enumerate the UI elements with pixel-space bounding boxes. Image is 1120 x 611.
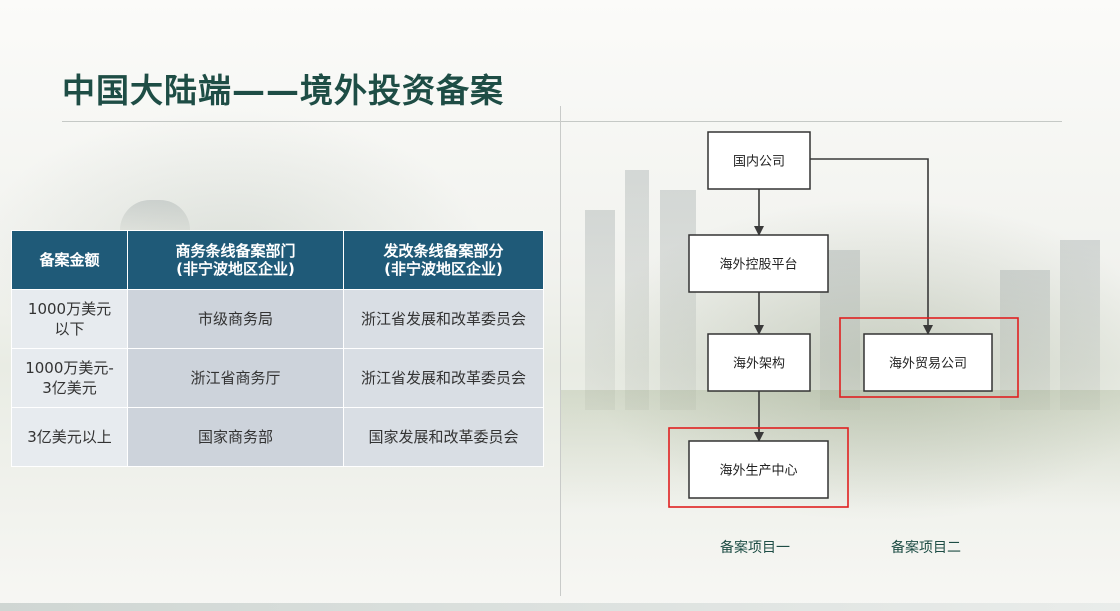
table-row: 1000万美元 以下 市级商务局 浙江省发展和改革委员会 (11, 289, 544, 349)
node-box (707, 333, 811, 392)
node-label: 海外架构 (733, 357, 785, 372)
table-header-row: 备案金额 商务条线备案部门 (非宁波地区企业) 发改条线备案部分 (非宁波地区企… (11, 230, 544, 290)
node-label: 海外控股平台 (719, 258, 797, 273)
highlight-layer (668, 317, 1019, 508)
node-label: 海外贸易公司 (889, 357, 967, 372)
node-production: 海外生产中心 (688, 440, 829, 499)
node-structure: 海外架构 (707, 333, 811, 392)
table-row: 1000万美元- 3亿美元 浙江省商务厅 浙江省发展和改革委员会 (11, 348, 544, 408)
title-underline (62, 121, 1062, 122)
header-ndrc-dept: 发改条线备案部分 (非宁波地区企业) (343, 230, 544, 290)
bottom-accent-bar (0, 603, 1120, 611)
cell-amount: 1000万美元 以下 (11, 289, 128, 349)
edge-domestic-to-trade (810, 158, 933, 335)
node-domestic: 国内公司 (707, 131, 811, 190)
page-title: 中国大陆端——境外投资备案 (62, 71, 504, 110)
table-row: 3亿美元以上 国家商务部 国家发展和改革委员会 (11, 407, 544, 467)
header-commerce-dept: 商务条线备案部门 (非宁波地区企业) (127, 230, 344, 290)
highlight-box-trade (839, 317, 1019, 398)
cell-ndrc: 国家发展和改革委员会 (343, 407, 544, 467)
node-box (688, 234, 829, 293)
edges-layer (754, 158, 933, 442)
highlight-box-production (668, 427, 849, 508)
cell-ndrc: 浙江省发展和改革委员会 (343, 348, 544, 408)
node-label: 国内公司 (733, 154, 785, 170)
node-holding: 海外控股平台 (688, 234, 829, 293)
node-box (863, 333, 993, 392)
cell-commerce: 国家商务部 (127, 407, 344, 467)
cell-commerce: 市级商务局 (127, 289, 344, 349)
cell-commerce: 浙江省商务厅 (127, 348, 344, 408)
node-trade: 海外贸易公司 (863, 333, 993, 392)
cell-amount: 3亿美元以上 (11, 407, 128, 467)
cell-amount: 1000万美元- 3亿美元 (11, 348, 128, 408)
node-box (688, 440, 829, 499)
caption-project-1: 备案项目一 (720, 539, 790, 556)
cell-ndrc: 浙江省发展和改革委员会 (343, 289, 544, 349)
node-box (707, 131, 811, 190)
filing-table: 备案金额 商务条线备案部门 (非宁波地区企业) 发改条线备案部分 (非宁波地区企… (11, 230, 544, 467)
node-label: 海外生产中心 (719, 464, 797, 479)
vertical-divider (560, 106, 561, 596)
header-amount: 备案金额 (11, 230, 128, 290)
caption-project-2: 备案项目二 (891, 539, 961, 556)
